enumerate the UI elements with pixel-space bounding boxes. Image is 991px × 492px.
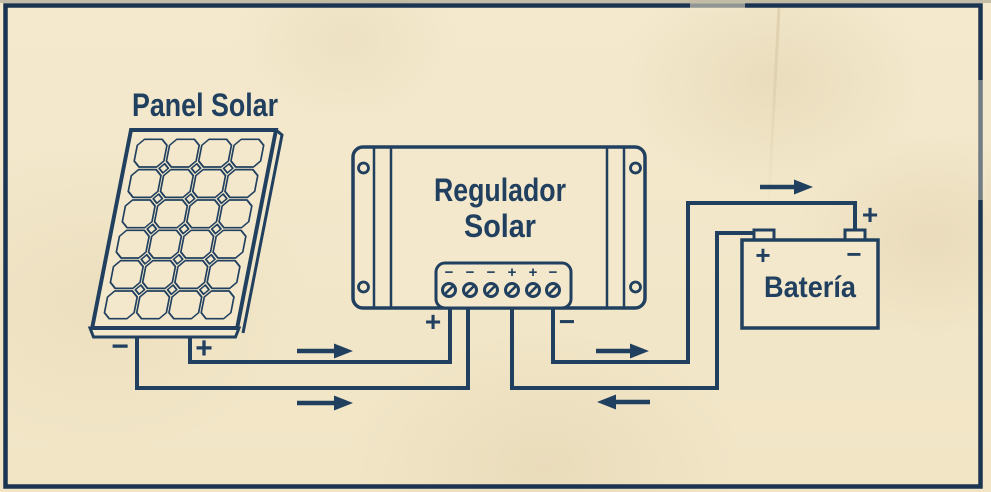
panel-positive-label: + xyxy=(195,332,213,365)
battery-terminal-positive-label: + xyxy=(862,199,878,230)
battery-name: Batería xyxy=(764,271,856,304)
terminal-signs: − − − + + − xyxy=(445,264,558,281)
frame-wear-patch xyxy=(977,80,986,200)
battery-plate-negative: − xyxy=(846,239,861,269)
regulator-name-line1: Regulador xyxy=(434,172,566,208)
current-flow-arrows xyxy=(297,179,813,411)
paper-edge xyxy=(0,0,991,3)
screw-terminals xyxy=(441,282,561,298)
screw-terminal-icon xyxy=(462,282,478,298)
panel-cells xyxy=(103,138,265,320)
border-frame xyxy=(3,3,983,489)
panel-frame xyxy=(89,128,279,330)
wires xyxy=(135,201,857,390)
battery-plate-positive: + xyxy=(755,240,770,270)
wire-panel-negative-to-regulator xyxy=(135,307,470,390)
battery-body xyxy=(740,238,880,330)
screw-terminal-icon xyxy=(441,282,457,298)
regulator-name-line2: Solar xyxy=(464,208,536,244)
regulator-negative-label: − xyxy=(559,306,575,337)
frame-wear-patch xyxy=(690,3,745,11)
flow-arrow-right-icon xyxy=(297,343,353,359)
terminal-sign: − xyxy=(549,264,558,281)
wire-regulator-to-battery-left xyxy=(510,231,756,390)
solar-regulator: Regulador Solar − − − + + − xyxy=(351,145,647,337)
flow-arrow-right-icon xyxy=(596,343,649,359)
solar-panel: Panel Solar − + xyxy=(87,87,284,365)
panel-cells-grid xyxy=(103,138,265,320)
panel-title: Panel Solar xyxy=(132,87,278,123)
terminal-sign: − xyxy=(445,264,454,281)
screw-terminal-icon xyxy=(525,282,541,298)
terminal-sign: − xyxy=(466,264,475,281)
flow-arrow-right-icon xyxy=(760,179,813,195)
regulator-positive-label: + xyxy=(425,306,441,337)
screw-terminal-icon xyxy=(483,282,499,298)
panel-negative-label: − xyxy=(111,330,129,363)
terminal-sign: − xyxy=(487,264,496,281)
screw-hole-icon xyxy=(629,280,642,294)
screw-hole-icon xyxy=(357,280,370,294)
terminal-sign: + xyxy=(529,264,538,281)
panel-cell-diamonds xyxy=(134,162,234,296)
screw-terminal-icon xyxy=(545,282,561,298)
panel-side-edge xyxy=(241,128,284,334)
wire-regulator-to-battery-right xyxy=(551,201,857,364)
battery: + − Batería + xyxy=(740,199,880,330)
flow-arrow-right-icon xyxy=(297,395,353,411)
screw-terminal-icon xyxy=(504,282,520,298)
screw-hole-icon xyxy=(629,161,642,175)
terminal-sign: + xyxy=(508,264,517,281)
regulator-flanges xyxy=(372,148,626,307)
flow-arrow-left-icon xyxy=(597,394,650,410)
screw-hole-icon xyxy=(357,161,370,175)
regulator-screw-holes xyxy=(357,161,642,294)
wire-panel-positive-to-regulator xyxy=(188,307,452,364)
